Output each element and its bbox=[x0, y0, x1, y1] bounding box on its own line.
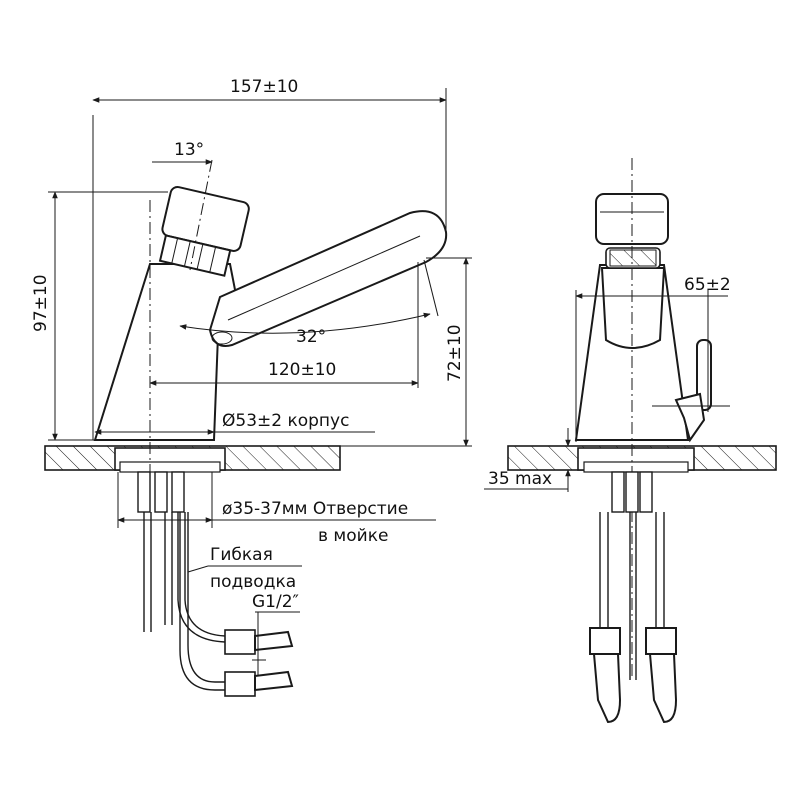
dim-height: 97±10 bbox=[31, 274, 51, 332]
dim-spout-height: 72±10 bbox=[445, 324, 465, 382]
push-button-side bbox=[158, 186, 250, 277]
label-thread: G1/2″ bbox=[252, 592, 299, 612]
fitting-upper bbox=[224, 629, 256, 655]
side-view: 157±10 97±10 13° 32° 120±10 72±10 Ø53±2 … bbox=[31, 77, 472, 697]
dim-body-diameter: Ø53±2 корпус bbox=[222, 411, 349, 431]
spout-side bbox=[208, 210, 448, 347]
dim-hole-diameter-sub: в мойке bbox=[318, 526, 388, 546]
dim-side-offset: 65±2 bbox=[684, 275, 731, 295]
fitting-front-right bbox=[645, 627, 677, 655]
dim-overall-length: 157±10 bbox=[230, 77, 298, 97]
label-hose-sub: подводка bbox=[210, 572, 296, 592]
faucet-body-side bbox=[93, 263, 239, 441]
fitting-lower bbox=[224, 671, 256, 697]
dim-max-thickness: 35 max bbox=[488, 469, 552, 489]
front-view: 65±2 35 max bbox=[484, 158, 777, 724]
dim-spout-reach: 120±10 bbox=[268, 360, 336, 380]
fitting-front-left bbox=[589, 627, 621, 655]
label-hose: Гибкая bbox=[210, 545, 273, 565]
dim-spout-angle: 32° bbox=[296, 327, 326, 347]
dim-button-angle: 13° bbox=[174, 140, 204, 160]
dim-hole-diameter: ø35-37мм Отверстие bbox=[222, 499, 408, 519]
